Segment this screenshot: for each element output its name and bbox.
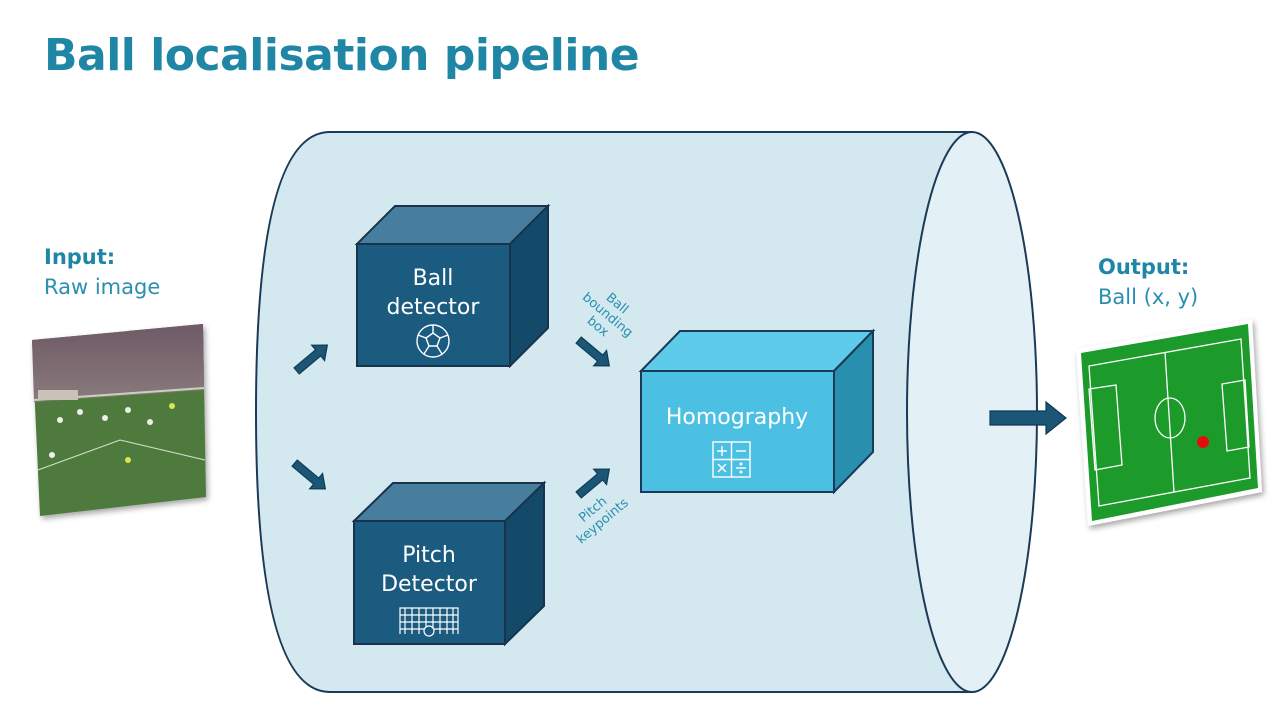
pitch-detector-label-2: Detector bbox=[381, 572, 478, 597]
output-text: Ball (x, y) bbox=[1098, 285, 1199, 309]
ball-position-marker bbox=[1197, 436, 1209, 448]
pitch-detector-box: Pitch Detector bbox=[351, 480, 547, 647]
raw-image-thumbnail bbox=[32, 324, 206, 516]
input-label: Input: Raw image bbox=[44, 242, 160, 302]
homography-label: Homography bbox=[666, 405, 808, 430]
ball-detector-label-1: Ball bbox=[413, 266, 454, 291]
calculator-icon bbox=[712, 441, 751, 478]
arrow-to-ball-detector bbox=[293, 344, 329, 375]
soccer-ball-icon bbox=[416, 324, 450, 358]
goal-net-icon bbox=[399, 607, 459, 637]
input-heading: Input: bbox=[44, 245, 116, 269]
output-heading: Output: bbox=[1098, 255, 1190, 279]
output-pitch-map bbox=[1076, 319, 1262, 526]
arrow-pitch-to-homography bbox=[575, 468, 611, 499]
input-text: Raw image bbox=[44, 275, 161, 299]
pitch-detector-label-1: Pitch bbox=[402, 543, 456, 568]
ball-detector-label-2: detector bbox=[387, 295, 481, 320]
output-label: Output: Ball (x, y) bbox=[1098, 252, 1198, 312]
arrow-to-pitch-detector bbox=[291, 459, 327, 490]
page-title: Ball localisation pipeline bbox=[44, 30, 640, 81]
homography-box: Homography bbox=[638, 328, 876, 495]
arrow-to-output bbox=[989, 400, 1067, 436]
arrow-ball-to-homography bbox=[575, 336, 611, 367]
ball-detector-box: Ball detector bbox=[354, 203, 551, 369]
